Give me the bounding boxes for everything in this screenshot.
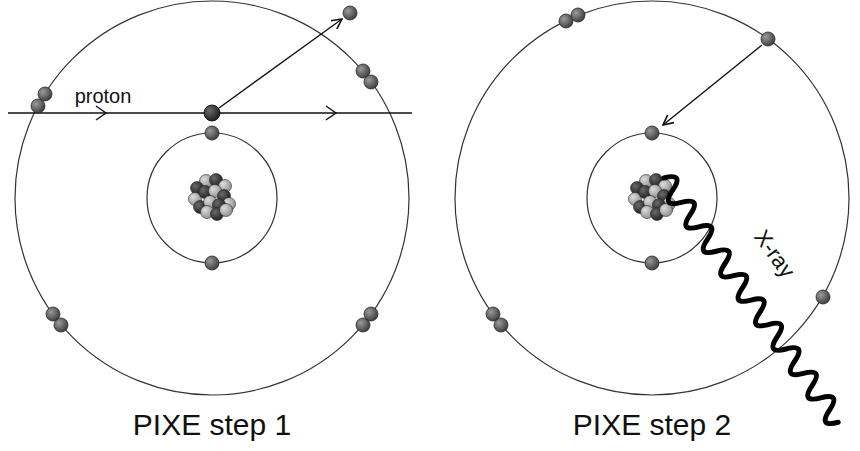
electron [46, 307, 60, 321]
electron [645, 126, 659, 140]
particle-label: proton [75, 86, 132, 106]
transition-arrow [663, 45, 762, 125]
electron [486, 307, 500, 321]
proton [204, 105, 220, 121]
path-arrow [96, 106, 106, 120]
atom-step-2 [455, 1, 849, 428]
outer-shell [15, 1, 409, 395]
electron [38, 87, 52, 101]
electron [364, 307, 378, 321]
electron [645, 256, 659, 270]
radiation-label: X-ray [750, 226, 798, 282]
step-caption: PIXE step 1 [133, 410, 291, 440]
electron [571, 8, 585, 22]
x-ray-wave-path [656, 172, 846, 428]
electron [816, 290, 830, 304]
ejection-arrow [219, 19, 342, 108]
electron [364, 75, 378, 89]
ejected-electron [343, 6, 357, 20]
electron [31, 99, 45, 113]
electron [205, 256, 219, 270]
inner-shell [147, 133, 277, 263]
inner-shell [587, 133, 717, 263]
outer-shell [455, 1, 849, 395]
electron [761, 32, 775, 46]
atom-step-1 [8, 1, 412, 395]
electron [205, 126, 219, 140]
step-caption: PIXE step 2 [573, 410, 731, 440]
x-ray-wave [656, 172, 846, 428]
path-arrow [326, 106, 336, 120]
nucleus [189, 174, 236, 221]
